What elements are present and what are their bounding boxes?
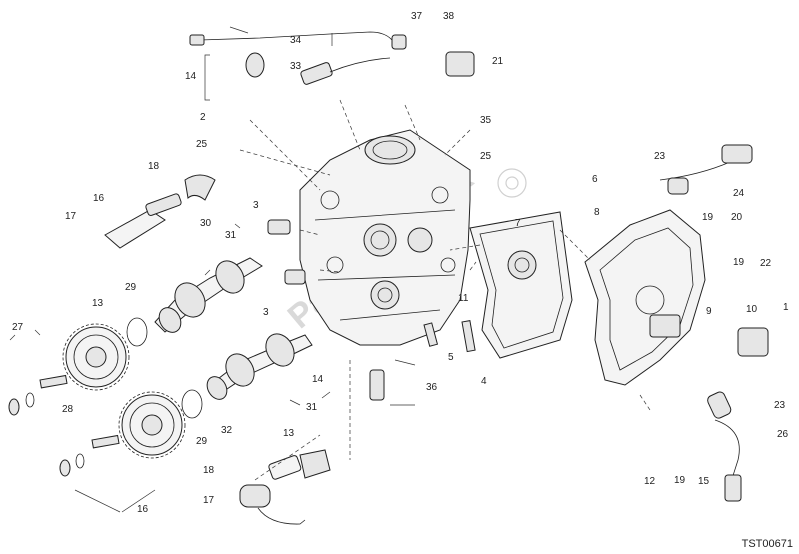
- callout-4: 4: [481, 376, 487, 387]
- callout-34: 34: [290, 35, 302, 46]
- callout-16: 16: [137, 504, 149, 515]
- callout-20: 20: [731, 212, 743, 223]
- callout-14: 14: [185, 71, 197, 82]
- callout-23: 23: [654, 151, 666, 162]
- callout-13: 13: [283, 428, 295, 439]
- drawing-code: TST00671: [741, 538, 793, 550]
- reference-lines: [229, 26, 651, 481]
- cover-gasket: [469, 211, 573, 359]
- callout-16: 16: [93, 193, 105, 204]
- callout-33: 33: [290, 61, 302, 72]
- callout-13: 13: [92, 298, 104, 309]
- callout-27: 27: [12, 322, 24, 333]
- callout-12: 12: [644, 476, 656, 487]
- callout-26: 26: [777, 429, 789, 440]
- callout-19: 19: [702, 212, 714, 223]
- sensor-upper-left: [104, 174, 216, 249]
- callout-37: 37: [411, 11, 423, 22]
- callout-9: 9: [706, 306, 712, 317]
- callout-19: 19: [674, 475, 686, 486]
- callout-29: 29: [125, 282, 137, 293]
- callout-7: 7: [515, 218, 521, 229]
- studs: [267, 219, 476, 401]
- callout-3: 3: [263, 307, 269, 318]
- callout-14: 14: [312, 374, 324, 385]
- callout-6: 6: [592, 174, 598, 185]
- callout-5: 5: [448, 352, 454, 363]
- callout-35: 35: [480, 115, 492, 126]
- callout-18: 18: [148, 161, 160, 172]
- callout-25: 25: [196, 139, 208, 150]
- callout-36: 36: [426, 382, 438, 393]
- callout-15: 15: [698, 476, 710, 487]
- callout-10: 10: [746, 304, 758, 315]
- callout-19: 19: [733, 257, 745, 268]
- callout-22: 22: [760, 258, 772, 269]
- timing-cover: [584, 209, 706, 386]
- callout-11: 11: [458, 293, 469, 304]
- cylinder-head: [299, 129, 471, 346]
- callout-24: 24: [733, 188, 745, 199]
- callout-32: 32: [221, 425, 233, 436]
- callout-23: 23: [774, 400, 786, 411]
- callout-30: 30: [200, 218, 212, 229]
- callout-31: 31: [225, 230, 237, 241]
- callout-1: 1: [783, 302, 789, 313]
- callout-brackets: [9, 54, 416, 513]
- callout-17: 17: [65, 211, 77, 222]
- callout-38: 38: [443, 11, 455, 22]
- pulley-fasteners: [8, 317, 203, 477]
- wiring-top: [189, 31, 475, 85]
- callout-2: 2: [200, 112, 206, 123]
- callout-25: 25: [480, 151, 492, 162]
- callout-18: 18: [203, 465, 215, 476]
- callout-31: 31: [306, 402, 318, 413]
- camshaft-upper: [154, 257, 263, 333]
- callout-21: 21: [492, 56, 504, 67]
- callout-3: 3: [253, 200, 259, 211]
- camshaft-lower: [206, 333, 313, 400]
- callout-8: 8: [594, 207, 600, 218]
- callout-17: 17: [203, 495, 215, 506]
- pulley-upper: [62, 323, 130, 391]
- pulley-lower: [118, 391, 186, 459]
- sensor-right: [659, 144, 769, 502]
- sensor-lower-left: [239, 449, 331, 525]
- callout-28: 28: [62, 404, 74, 415]
- callout-29: 29: [196, 436, 208, 447]
